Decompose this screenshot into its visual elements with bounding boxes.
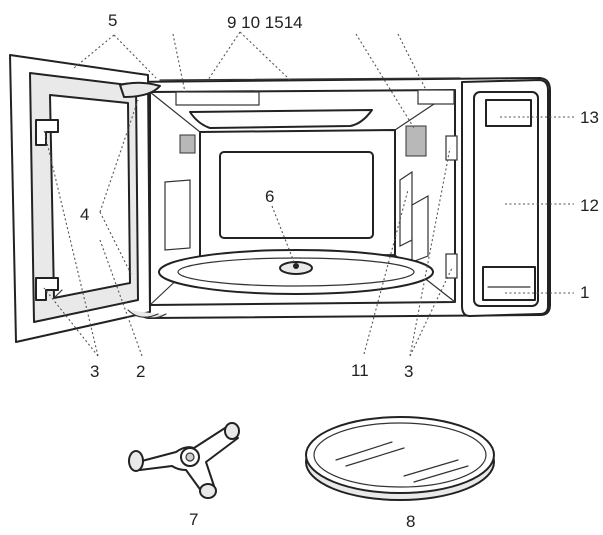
- callout-3-right: 3: [404, 362, 413, 381]
- control-panel: [461, 79, 549, 317]
- callout-2: 2: [136, 362, 145, 381]
- glass-tray-part: [305, 416, 495, 501]
- callout-3-left: 3: [90, 362, 99, 381]
- callout-11: 11: [351, 361, 369, 380]
- callout-7: 7: [189, 510, 198, 529]
- microwave-body: [124, 77, 551, 319]
- callout-8: 8: [406, 512, 415, 531]
- callout-12: 12: [580, 196, 599, 215]
- callout-6: 6: [265, 187, 274, 206]
- roller-ring-part: [128, 422, 240, 499]
- callout-9-10-15-14: 9 10 1514: [227, 13, 303, 32]
- callout-4: 4: [80, 205, 89, 224]
- callout-5: 5: [108, 11, 117, 30]
- callout-13: 13: [580, 108, 599, 127]
- callout-1: 1: [580, 283, 589, 302]
- leader-lines: [43, 31, 574, 357]
- callout-labels: 5 9 10 1514 4 6 13 12 1 3 2 11 3 7 8: [80, 11, 599, 531]
- open-door: [9, 54, 161, 343]
